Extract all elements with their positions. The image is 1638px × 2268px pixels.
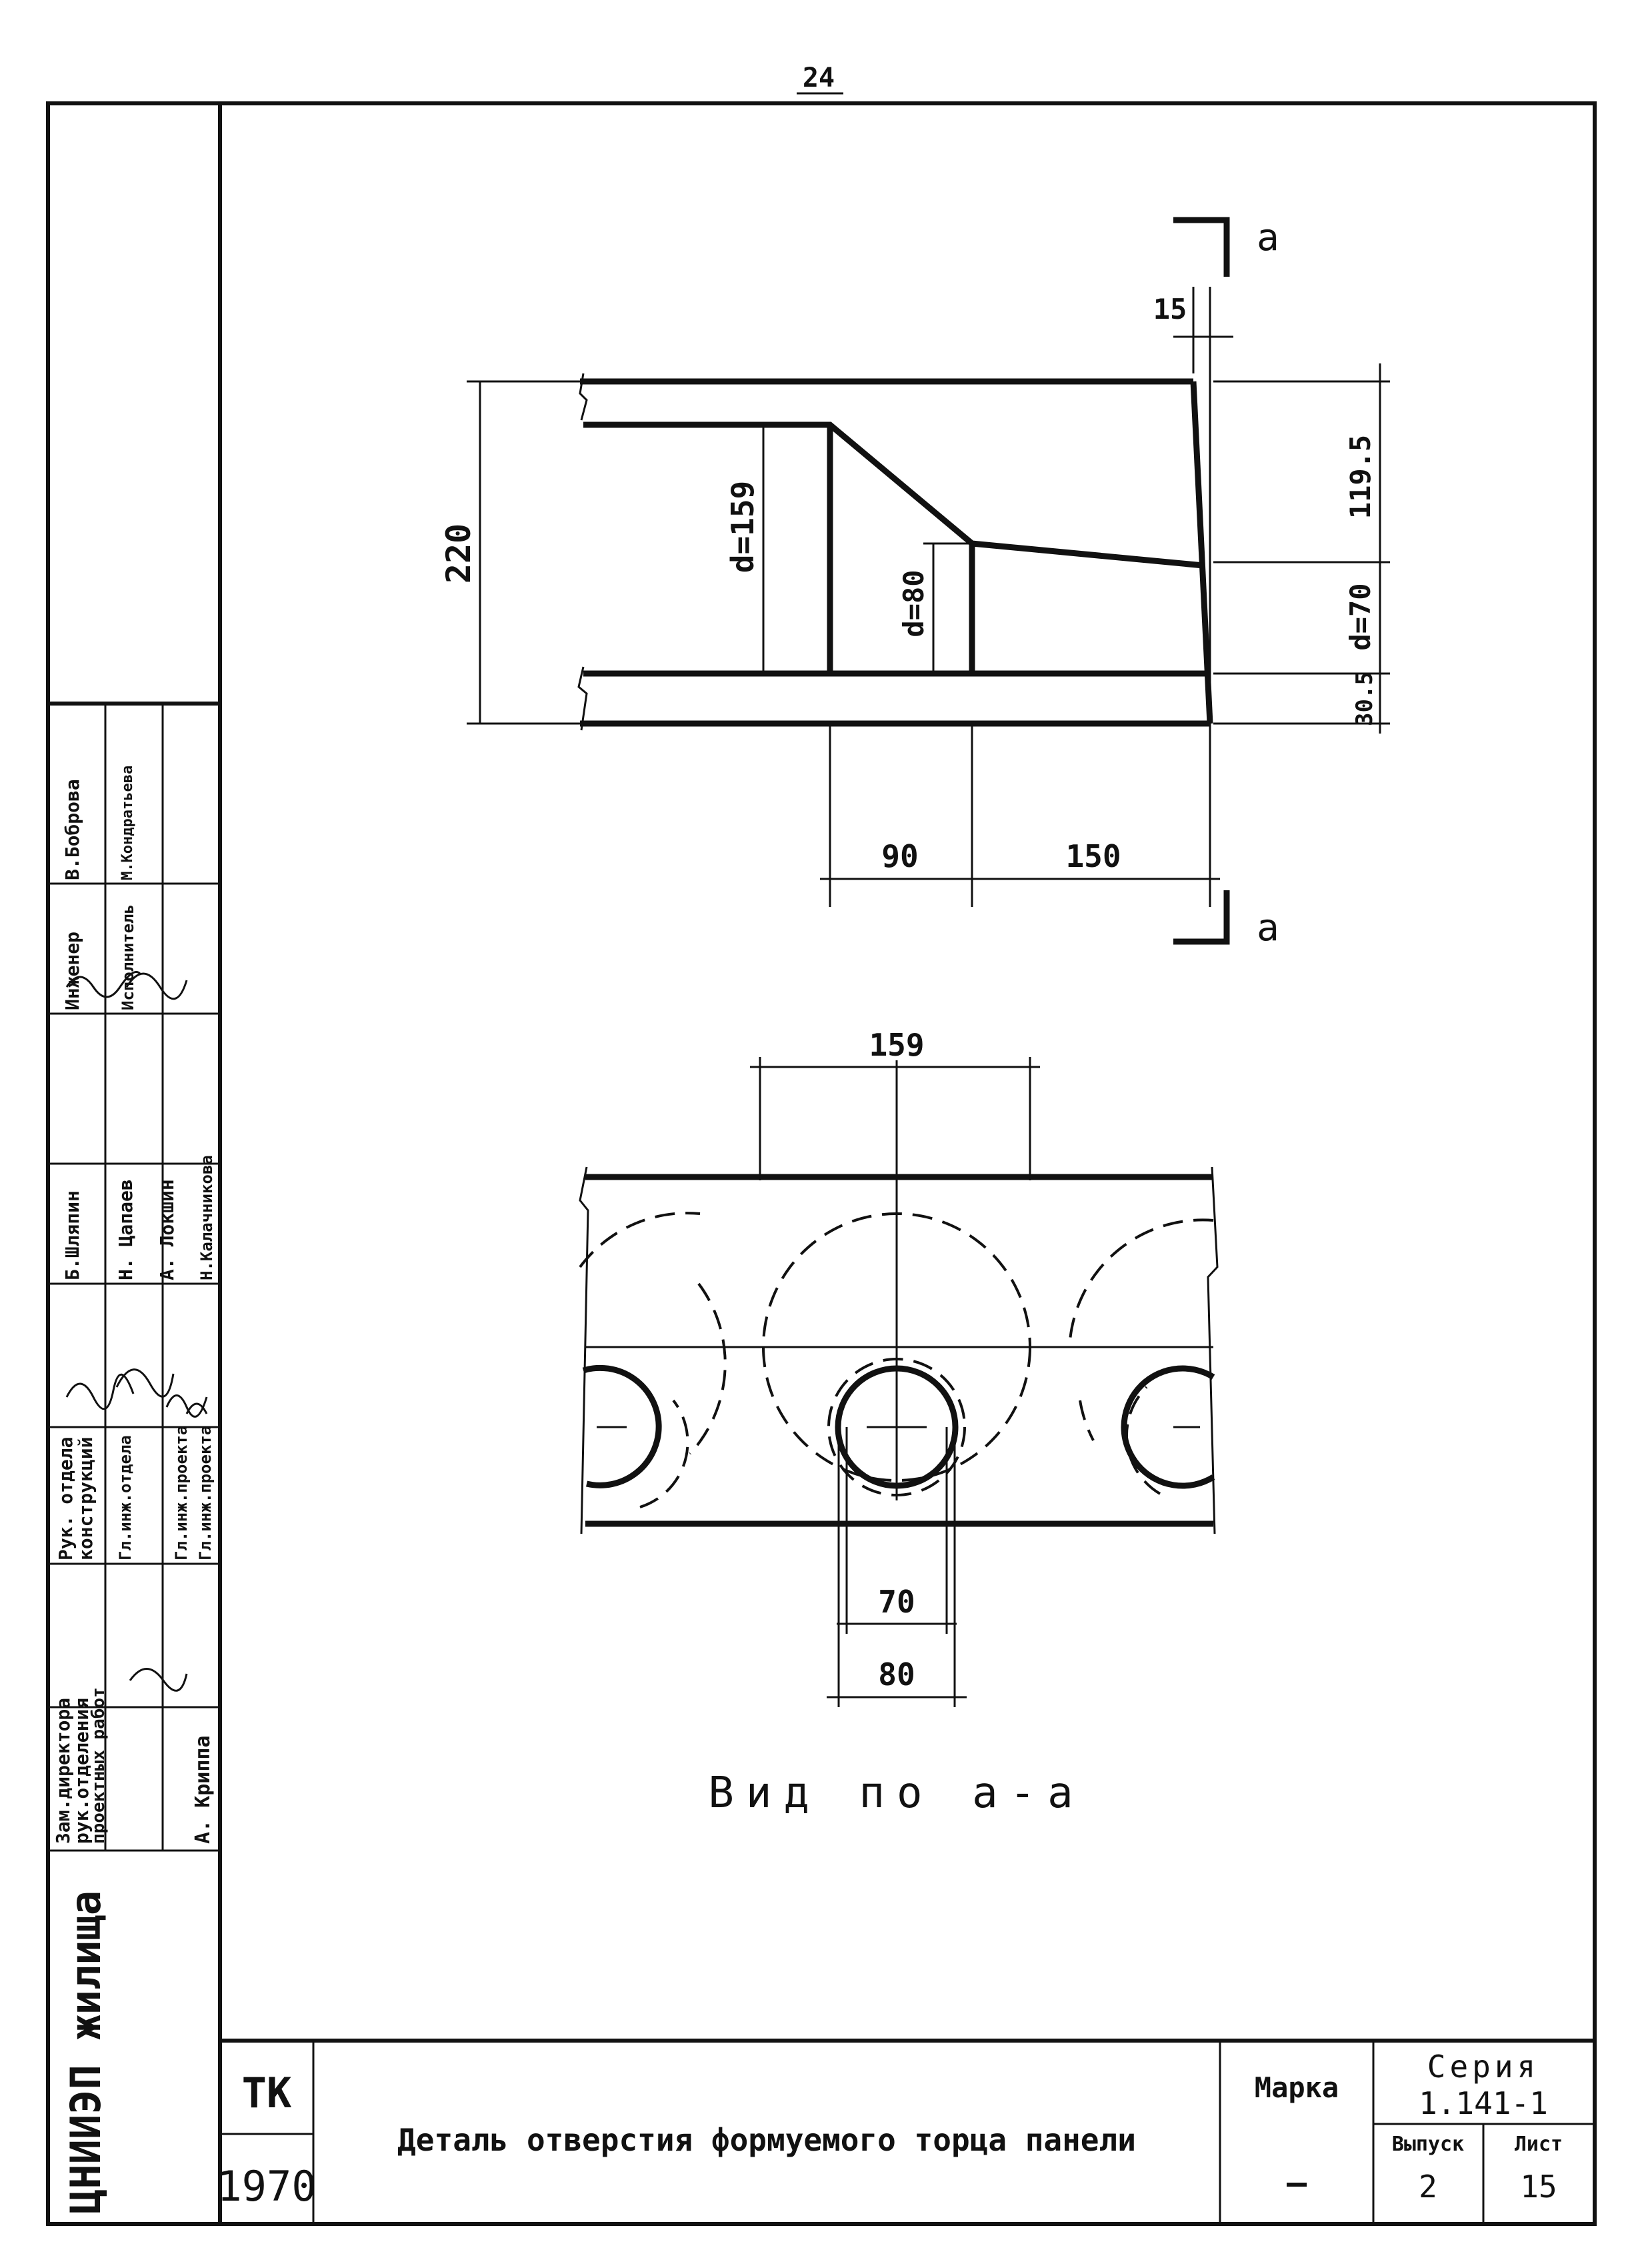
dim-d159: d=159 (725, 481, 761, 573)
dim-70: 70 (878, 1584, 915, 1620)
left-stamp: Зам.директора рук.отделения проектных ра… (48, 702, 220, 1852)
stamp-col2-pos2: конструкций (75, 1437, 97, 1560)
break-mark-bottom (577, 666, 588, 731)
signature-4 (115, 1368, 175, 1398)
end-view-break-right (1207, 1166, 1219, 1534)
list-label: Лист (1515, 2133, 1563, 2156)
end-view: 159 70 80 Вид по а-а (579, 1027, 1219, 1818)
stamp-col2-pos3: Гл.инж.отдела (116, 1435, 135, 1560)
break-mark-top (579, 373, 588, 421)
dim-119-5: 119.5 (1344, 435, 1377, 519)
dim-d80: d=80 (897, 570, 930, 637)
section-mark-bottom-label: a (1257, 906, 1279, 950)
stamp-col3-name3: А. Локшин (156, 1179, 178, 1280)
stamp-col4-pos1: Инженер (61, 932, 83, 1010)
dim-150: 150 (1065, 838, 1121, 874)
panel-end-face (1190, 381, 1213, 724)
organization-name: ЦНИИЭП жилища (61, 1891, 110, 2214)
dim-15: 15 (1153, 293, 1187, 325)
list-value: 15 (1520, 2169, 1557, 2205)
hole-left-small (582, 1364, 662, 1488)
drawing-title: Деталь отверстия формуемого торца панели (397, 2122, 1136, 2158)
end-view-break-left (579, 1166, 589, 1534)
dim-90: 90 (881, 838, 918, 874)
signature-1 (65, 971, 141, 998)
hole-left-large-dashed (579, 1212, 701, 1268)
stamp-col1-pos2: рук.отделения (71, 1698, 93, 1844)
signature-3 (65, 1373, 135, 1410)
signature-2 (125, 972, 188, 1000)
page-number: 24 (803, 63, 835, 93)
hole-right-small (1121, 1365, 1215, 1489)
stamp-col1-pos1: Зам.директора (52, 1698, 74, 1844)
signature-5 (165, 1394, 208, 1418)
hole-profile-top (583, 421, 1204, 569)
stamp-col2-pos1: Рук. отдела (55, 1437, 77, 1560)
stamp-col4-pos2: Исполнитель (119, 904, 137, 1010)
section-view: 220 d=159 d=80 15 119.5 d=70 30.5 90 150… (439, 216, 1390, 950)
dim-30-5: 30.5 (1351, 672, 1378, 726)
stamp-col2-pos4: Гл.инж.проекта (172, 1426, 191, 1560)
year: 1970 (217, 2162, 316, 2211)
stamp-col2-pos5: Гл.инж.проекта (196, 1426, 215, 1560)
vypusk-value: 2 (1419, 2169, 1437, 2205)
dim-d70: d=70 (1344, 583, 1377, 650)
signature-7 (129, 1668, 188, 1692)
stamp-col3-name4: Н.Калачникова (197, 1155, 216, 1280)
marka-value: — (1287, 2163, 1307, 2202)
marka-label: Марка (1255, 2071, 1339, 2104)
stamp-col3-name1: Б.Шляпин (61, 1190, 83, 1280)
dim-80: 80 (878, 1656, 915, 1692)
dim-159: 159 (869, 1027, 924, 1063)
series-value: 1.141-1 (1419, 2085, 1548, 2121)
stamp-col1-pos3: проектных работ (89, 1687, 109, 1844)
stamp-col5-name1: В.Боброва (61, 779, 83, 880)
signature-6 (185, 1402, 208, 1414)
stamp-col3-name2: Н. Цапаев (115, 1179, 137, 1280)
section-mark-bottom (1173, 890, 1230, 945)
outer-frame (46, 101, 1597, 2226)
section-mark-top-label: a (1257, 216, 1279, 259)
stamp-col5-name2: М.Кондратьева (119, 766, 136, 880)
series-label: Серия (1427, 2049, 1539, 2085)
end-view-caption: Вид по а-а (708, 1769, 1085, 1818)
section-mark-top (1173, 217, 1230, 277)
hole-right-large-dashed (1069, 1218, 1214, 1341)
code-tk: ТК (242, 2069, 292, 2117)
vypusk-label: Выпуск (1392, 2133, 1464, 2156)
dim-220: 220 (439, 523, 478, 584)
title-block: ТК 1970 Деталь отверстия формуемого торц… (217, 2039, 1595, 2224)
stamp-col1-name: А. Криппа (191, 1735, 215, 1844)
